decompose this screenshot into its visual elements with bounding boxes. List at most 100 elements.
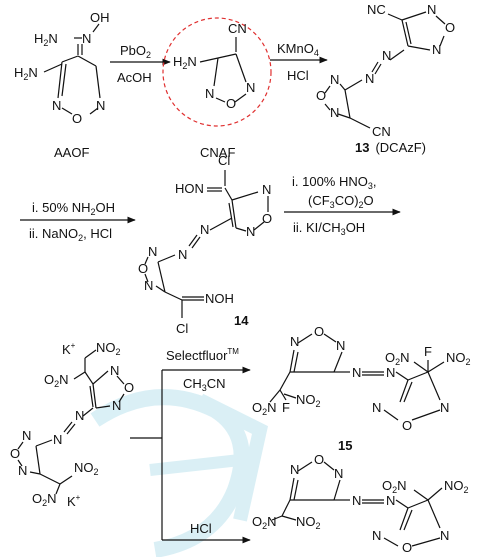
svg-text:(CF3CO)2O: (CF3CO)2O [308, 193, 374, 210]
svg-text:N: N [372, 528, 381, 543]
svg-text:O2N: O2N [32, 491, 57, 508]
arrow-step-nh2oh: i. 50% NH2OH ii. NaNO2, HCl [20, 200, 136, 243]
svg-text:ii. NaNO2, HCl: ii. NaNO2, HCl [29, 226, 112, 243]
svg-text:N: N [290, 462, 299, 477]
svg-text:N: N [246, 80, 255, 95]
svg-text:PbO2: PbO2 [120, 43, 151, 60]
svg-text:O: O [138, 261, 148, 276]
svg-text:N: N [427, 2, 436, 17]
compound-16: N O N O2N NO2 N N O2N NO2 N O N [252, 452, 469, 555]
aaof-oh: OH [90, 10, 110, 25]
compound-potassium-salt: K+ NO2 O2N N O N N N N O N NO2 O2N K+ [10, 340, 134, 509]
svg-text:N: N [386, 365, 395, 380]
svg-text:N: N [330, 105, 339, 120]
svg-text:H2N: H2N [173, 54, 197, 71]
svg-text:N: N [112, 398, 121, 413]
svg-text:HCl: HCl [287, 68, 309, 83]
svg-text:N: N [336, 338, 345, 353]
svg-text:N: N [352, 365, 361, 380]
svg-text:F: F [424, 344, 432, 359]
svg-text:K+: K+ [67, 493, 81, 509]
svg-text:N: N [53, 432, 62, 447]
svg-text:H2N: H2N [14, 65, 38, 82]
svg-text:N: N [205, 86, 214, 101]
svg-text:N: N [440, 400, 449, 415]
compound-14: Cl HON N O N N N N O N NOH Cl 14 [138, 153, 272, 336]
svg-text:N: N [440, 528, 449, 543]
svg-text:O: O [262, 211, 272, 226]
svg-text:N: N [432, 42, 441, 57]
svg-text:HON: HON [175, 181, 204, 196]
aaof-label: AAOF [54, 145, 89, 160]
svg-text:13(DCAzF): 13(DCAzF) [355, 140, 426, 155]
svg-text:N: N [330, 72, 339, 87]
svg-text:N: N [18, 463, 27, 478]
svg-text:N: N [334, 466, 343, 481]
svg-text:NO2: NO2 [74, 460, 99, 477]
svg-text:N: N [144, 278, 153, 293]
svg-text:O: O [316, 88, 326, 103]
arrow-oxidation-pbo2: PbO2 AcOH [110, 43, 171, 85]
svg-text:O2N: O2N [385, 350, 410, 367]
svg-text:NO2: NO2 [446, 350, 471, 367]
svg-text:F: F [282, 400, 290, 415]
svg-text:N: N [262, 182, 271, 197]
svg-text:O: O [314, 324, 324, 339]
svg-text:ii. KI/CH3OH: ii. KI/CH3OH [293, 220, 365, 237]
svg-text:i. 100% HNO3,: i. 100% HNO3, [292, 174, 377, 191]
svg-text:N: N [96, 98, 105, 113]
svg-text:N: N [52, 98, 61, 113]
svg-text:SelectfluorTM: SelectfluorTM [166, 347, 239, 363]
svg-text:N: N [365, 71, 374, 86]
svg-text:N: N [352, 493, 361, 508]
svg-text:NOH: NOH [205, 291, 234, 306]
svg-text:O: O [402, 418, 412, 433]
compound-14-label: 14 [234, 313, 249, 328]
svg-text:H2N: H2N [34, 31, 58, 48]
svg-text:NC: NC [367, 2, 386, 17]
svg-text:N: N [75, 408, 84, 423]
svg-text:O: O [72, 111, 82, 126]
svg-text:N: N [290, 334, 299, 349]
svg-text:HCl: HCl [190, 521, 212, 536]
branch-arrows: SelectfluorTM CH3CN HCl [130, 347, 251, 544]
cnaf-label: CNAF [200, 145, 235, 160]
svg-text:O: O [445, 20, 455, 35]
svg-text:KMnO4: KMnO4 [277, 41, 319, 58]
svg-text:O: O [314, 452, 324, 467]
svg-text:N: N [372, 400, 381, 415]
svg-text:N: N [200, 222, 209, 237]
svg-text:O2N: O2N [252, 514, 277, 531]
compound-cnaf: CN H2N N O N CNAF [162, 17, 272, 160]
svg-text:Cl: Cl [176, 321, 188, 336]
arrow-oxidation-kmno4: KMnO4 HCl [270, 41, 328, 83]
svg-text:N: N [110, 363, 119, 378]
svg-text:O2N: O2N [382, 478, 407, 495]
arrow-step-hno3: i. 100% HNO3, (CF3CO)2O ii. KI/CH3OH [284, 174, 401, 237]
svg-text:K+: K+ [62, 341, 76, 357]
svg-text:O: O [402, 540, 412, 555]
compound-15-label: 15 [338, 438, 352, 453]
svg-text:NO2: NO2 [296, 392, 321, 409]
svg-text:CN: CN [228, 21, 247, 36]
highlight-circle [162, 17, 272, 127]
svg-text:N: N [178, 247, 187, 262]
svg-text:O2N: O2N [44, 372, 69, 389]
compound-aaof: OH H2N N H2N N O N AAOF [14, 10, 110, 160]
svg-text:CH3CN: CH3CN [183, 376, 226, 393]
svg-text:N: N [246, 224, 255, 239]
svg-text:O: O [10, 446, 20, 461]
svg-text:O: O [226, 96, 236, 111]
svg-text:O2N: O2N [252, 400, 277, 417]
svg-text:CN: CN [372, 124, 391, 139]
svg-text:O: O [124, 380, 134, 395]
svg-text:NO2: NO2 [444, 478, 469, 495]
svg-text:NO2: NO2 [96, 340, 121, 357]
svg-text:N: N [148, 244, 157, 259]
compound-13-dcazf: NC N O N N N N O N CN 13(DCAzF) [316, 2, 455, 155]
compound-15: N O N O2N F NO2 N N O2N F NO2 N O N [252, 324, 471, 453]
svg-text:i. 50% NH2OH: i. 50% NH2OH [32, 200, 115, 217]
svg-text:N: N [382, 48, 391, 63]
aaof-oxime-n: N [82, 31, 91, 46]
svg-text:N: N [22, 428, 31, 443]
